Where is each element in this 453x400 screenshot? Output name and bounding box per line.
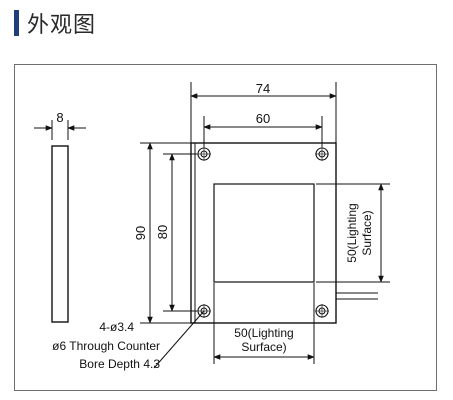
overall-height-label: 90 [133,226,148,240]
hole-pitch-y-label: 80 [155,225,170,239]
side-view: 8 [34,110,86,323]
lighting-width-label-1: 50(Lighting [234,326,293,340]
section-title: 外观图 [27,13,97,38]
lighting-height-label-2: Surface) [360,210,374,255]
drawing-frame [14,64,437,391]
mounting-hole-top-right [315,147,329,161]
header-accent-bar [14,10,19,36]
side-panel [51,145,69,323]
front-view: 74 60 90 80 50(Lighting Surface) 50(Ligh… [52,81,390,371]
section-header: 外观图 [14,8,96,38]
overall-width-label: 74 [256,81,270,96]
hole-leader-line [153,310,205,369]
cable [336,292,378,300]
mounting-hole-bottom-right [315,304,329,318]
thickness-label: 8 [56,110,63,125]
hole-pitch-x-label: 60 [256,111,270,126]
lighting-height-label-1: 50(Lighting [345,203,359,262]
hole-note-line-3: Bore Depth 4.3 [79,357,160,371]
lighting-width-label-2: Surface) [241,340,286,354]
mounting-hole-top-left [197,147,211,161]
hole-note-line-2: ø6 Through Counter [52,339,160,353]
hole-note-line-1: 4-ø3.4 [99,320,134,334]
lighting-surface [213,183,315,283]
